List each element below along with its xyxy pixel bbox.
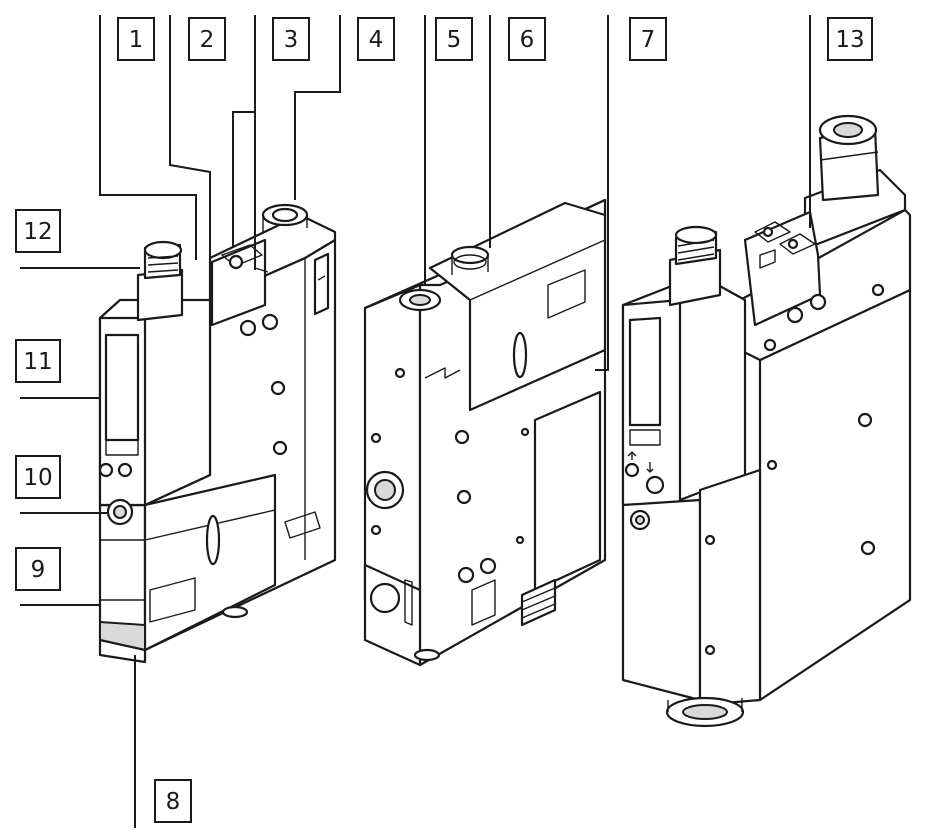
label-10: 10 bbox=[15, 455, 61, 499]
label-13-text: 13 bbox=[835, 27, 864, 53]
label-1-text: 1 bbox=[129, 27, 144, 53]
label-2: 2 bbox=[188, 17, 226, 61]
label-1: 1 bbox=[117, 17, 155, 61]
label-4-text: 4 bbox=[369, 27, 384, 53]
label-9-text: 9 bbox=[31, 557, 46, 583]
label-4: 4 bbox=[357, 17, 395, 61]
label-9: 9 bbox=[15, 547, 61, 591]
label-2-text: 2 bbox=[200, 27, 215, 53]
device-back-view bbox=[621, 114, 912, 728]
label-11: 11 bbox=[15, 339, 61, 383]
label-8-text: 8 bbox=[166, 789, 181, 815]
label-6: 6 bbox=[508, 17, 546, 61]
label-7: 7 bbox=[629, 17, 667, 61]
label-13: 13 bbox=[827, 17, 873, 61]
label-12-text: 12 bbox=[23, 219, 52, 245]
label-6-text: 6 bbox=[520, 27, 535, 53]
label-5: 5 bbox=[435, 17, 473, 61]
label-7-text: 7 bbox=[641, 27, 656, 53]
label-3-text: 3 bbox=[284, 27, 299, 53]
label-8: 8 bbox=[154, 779, 192, 823]
leader-lines bbox=[20, 15, 811, 828]
label-3: 3 bbox=[272, 17, 310, 61]
label-11-text: 11 bbox=[23, 349, 52, 375]
label-10-text: 10 bbox=[23, 465, 52, 491]
label-5-text: 5 bbox=[447, 27, 462, 53]
device-rear-view bbox=[363, 198, 607, 667]
label-12: 12 bbox=[15, 209, 61, 253]
device-front-view bbox=[98, 203, 337, 664]
